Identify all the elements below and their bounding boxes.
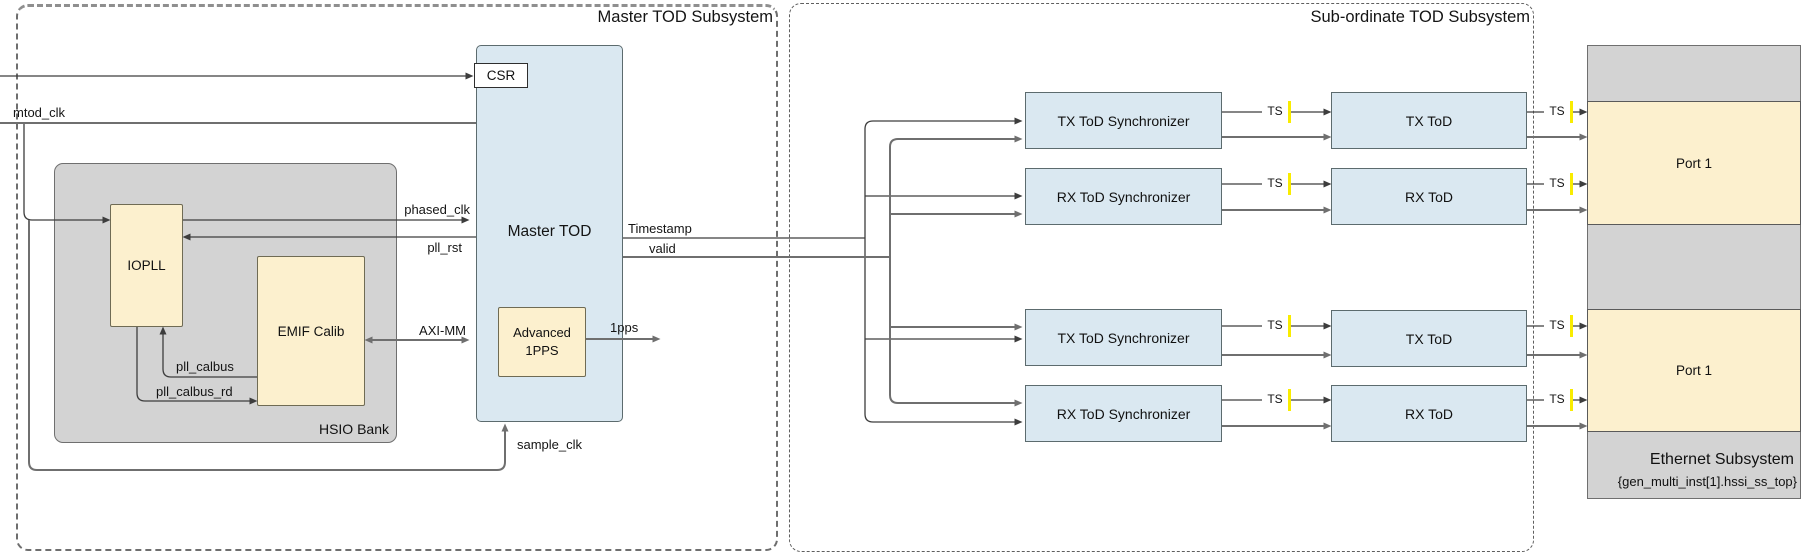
- ts-label: TS: [1262, 392, 1288, 407]
- port1-label: Port 1: [1675, 363, 1713, 378]
- csr-label: CSR: [486, 68, 516, 83]
- pps-label: 1pps: [610, 320, 639, 335]
- port1-block-b: Port 1: [1587, 309, 1801, 432]
- sample-clk-label: sample_clk: [517, 437, 583, 452]
- tx-tod-synchronizer-block-2: TX ToD Synchronizer: [1025, 309, 1222, 366]
- ts-label: TS: [1262, 318, 1288, 333]
- rx-tod-synchronizer-block-1: RX ToD Synchronizer: [1025, 168, 1222, 225]
- rx-tod-synchronizer-label: RX ToD Synchronizer: [1056, 405, 1191, 422]
- rx-tod-block-2: RX ToD: [1331, 385, 1527, 442]
- rx-tod-label: RX ToD: [1405, 405, 1453, 422]
- rx-tod-synchronizer-label: RX ToD Synchronizer: [1056, 188, 1191, 205]
- master-tod-label: Master TOD: [507, 223, 592, 240]
- port1-label: Port 1: [1675, 155, 1713, 171]
- tx-tod-label: TX ToD: [1405, 112, 1453, 129]
- master-subsystem-title: Master TOD Subsystem: [597, 8, 773, 26]
- tx-tod-block-2: TX ToD: [1331, 310, 1527, 367]
- ts-label: TS: [1262, 104, 1288, 119]
- ts-bus-ticks: [1288, 101, 1573, 411]
- ts-label: TS: [1544, 392, 1570, 407]
- tx-tod-block-1: TX ToD: [1331, 92, 1527, 149]
- emif-calib-label: EMIF Calib: [277, 323, 345, 339]
- ts-label: TS: [1544, 176, 1570, 191]
- advanced-1pps-line1: Advanced: [513, 325, 571, 340]
- timestamp-label: Timestamp: [628, 221, 692, 236]
- tx-tod-synchronizer-block-1: TX ToD Synchronizer: [1025, 92, 1222, 149]
- advanced-1pps-block: Advanced 1PPS: [498, 307, 586, 377]
- ts-label: TS: [1544, 104, 1570, 119]
- valid-label: valid: [649, 241, 676, 256]
- tx-tod-synchronizer-label: TX ToD Synchronizer: [1057, 112, 1190, 129]
- pll-calbus-label: pll_calbus: [176, 359, 234, 374]
- rx-tod-label: RX ToD: [1405, 188, 1453, 205]
- tx-tod-label: TX ToD: [1405, 330, 1453, 347]
- ts-label: TS: [1544, 318, 1570, 333]
- wires-gray: [0, 122, 1588, 471]
- emif-calib-block: EMIF Calib: [257, 256, 365, 406]
- ts-label: TS: [1262, 176, 1288, 191]
- advanced-1pps-line2: 1PPS: [525, 343, 559, 358]
- hsio-bank-label: HSIO Bank: [318, 421, 389, 437]
- tx-tod-synchronizer-label: TX ToD Synchronizer: [1057, 329, 1190, 346]
- iopll-label: IOPLL: [127, 258, 166, 273]
- phased-clk-label: phased_clk: [404, 202, 470, 217]
- rx-tod-synchronizer-block-2: RX ToD Synchronizer: [1025, 385, 1222, 442]
- iopll-block: IOPLL: [110, 204, 183, 327]
- mtod-clk-label: mtod_clk: [13, 105, 66, 120]
- ethernet-subsystem-label: Ethernet Subsystem: [1649, 451, 1794, 468]
- subordinate-tod-subsystem-frame: [789, 3, 1534, 552]
- wires-dark: [0, 72, 1588, 426]
- pll-rst-label: pll_rst: [427, 240, 462, 255]
- port1-block-a: Port 1: [1587, 101, 1801, 225]
- rx-tod-block-1: RX ToD: [1331, 168, 1527, 225]
- pll-calbus-rd-label: pll_calbus_rd: [156, 384, 233, 399]
- csr-block: CSR: [474, 63, 528, 88]
- master-tod-subsystem-frame: [16, 4, 778, 551]
- axi-mm-label: AXI-MM: [419, 323, 466, 338]
- subordinate-subsystem-title: Sub-ordinate TOD Subsystem: [1310, 8, 1531, 26]
- ethernet-instance-label: {gen_multi_inst[1].hssi_ss_top}: [1617, 474, 1797, 489]
- advanced-1pps-label: Advanced 1PPS: [513, 324, 571, 360]
